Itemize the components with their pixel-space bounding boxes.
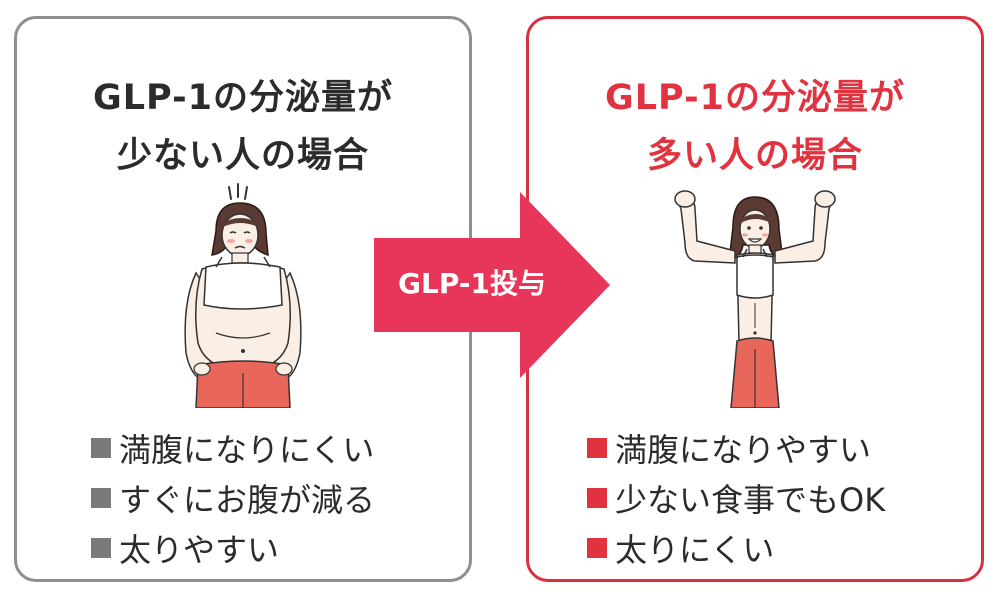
low-glp1-title-line1: GLP-1の分泌量が	[93, 78, 393, 118]
low-glp1-title: GLP-1の分泌量が 少ない人の場合	[17, 69, 469, 185]
low-glp1-title-line2: 少ない人の場合	[116, 136, 369, 176]
bullet-text: 太りにくい	[615, 531, 775, 569]
gray-square-bullet-icon	[91, 538, 111, 558]
bullet-text: すぐにお腹が減る	[119, 481, 376, 519]
list-item: 満腹になりやすい	[587, 423, 885, 473]
red-square-bullet-icon	[587, 488, 607, 508]
list-item: 太りやすい	[91, 523, 375, 573]
low-glp1-bullet-list: 満腹になりにくい すぐにお腹が減る 太りやすい	[91, 423, 375, 573]
right-arrow-icon	[374, 192, 610, 378]
bullet-text: 満腹になりにくい	[119, 431, 375, 469]
list-item: 太りにくい	[587, 523, 885, 573]
high-glp1-panel: GLP-1の分泌量が 多い人の場合	[526, 16, 984, 582]
gray-square-bullet-icon	[91, 488, 111, 508]
list-item: 満腹になりにくい	[91, 423, 375, 473]
high-glp1-title-line1: GLP-1の分泌量が	[605, 78, 905, 118]
gray-square-bullet-icon	[91, 438, 111, 458]
list-item: すぐにお腹が減る	[91, 473, 375, 523]
red-square-bullet-icon	[587, 538, 607, 558]
bullet-text: 少ない食事でもOK	[615, 481, 886, 519]
red-square-bullet-icon	[587, 438, 607, 458]
fit-woman-flexing-illustration	[674, 190, 836, 408]
high-glp1-bullet-list: 満腹になりやすい 少ない食事でもOK 太りにくい	[587, 423, 885, 573]
arrow-label: GLP-1投与	[398, 267, 546, 300]
bullet-text: 太りやすい	[119, 531, 280, 569]
bullet-text: 満腹になりやすい	[615, 431, 872, 469]
overweight-woman-illustration	[184, 183, 302, 408]
high-glp1-title: GLP-1の分泌量が 多い人の場合	[529, 69, 981, 185]
list-item: 少ない食事でもOK	[587, 473, 885, 523]
high-glp1-title-line2: 多い人の場合	[646, 136, 863, 176]
